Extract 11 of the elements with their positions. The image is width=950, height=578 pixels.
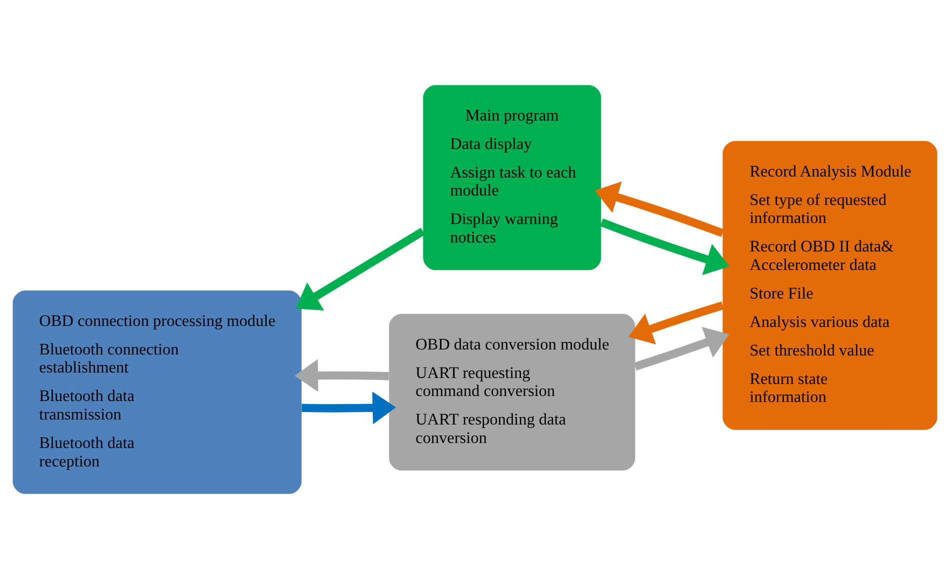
- arrow: [296, 227, 426, 310]
- arrow: [302, 391, 396, 424]
- arrow: [600, 218, 730, 275]
- node-box: OBD connection processing module Bluetooth connection establishment Bluetooth data transmission Bluetooth data reception: [12, 290, 302, 494]
- arrow: [628, 301, 724, 344]
- node-box: Main program Data display Assign task to each module Display warning notices: [423, 84, 602, 270]
- node-box: OBD data conversion module UART requesting command conversion UART responding data conversion: [389, 313, 636, 470]
- arrow: [294, 358, 389, 392]
- arrow: [594, 181, 724, 236]
- node-box: Record Analysis Module Set type of requested information Record OBD II data& Accelerometer data Store File Analysis various data Set threshold value Return state information: [722, 140, 938, 430]
- arrow: [634, 326, 730, 370]
